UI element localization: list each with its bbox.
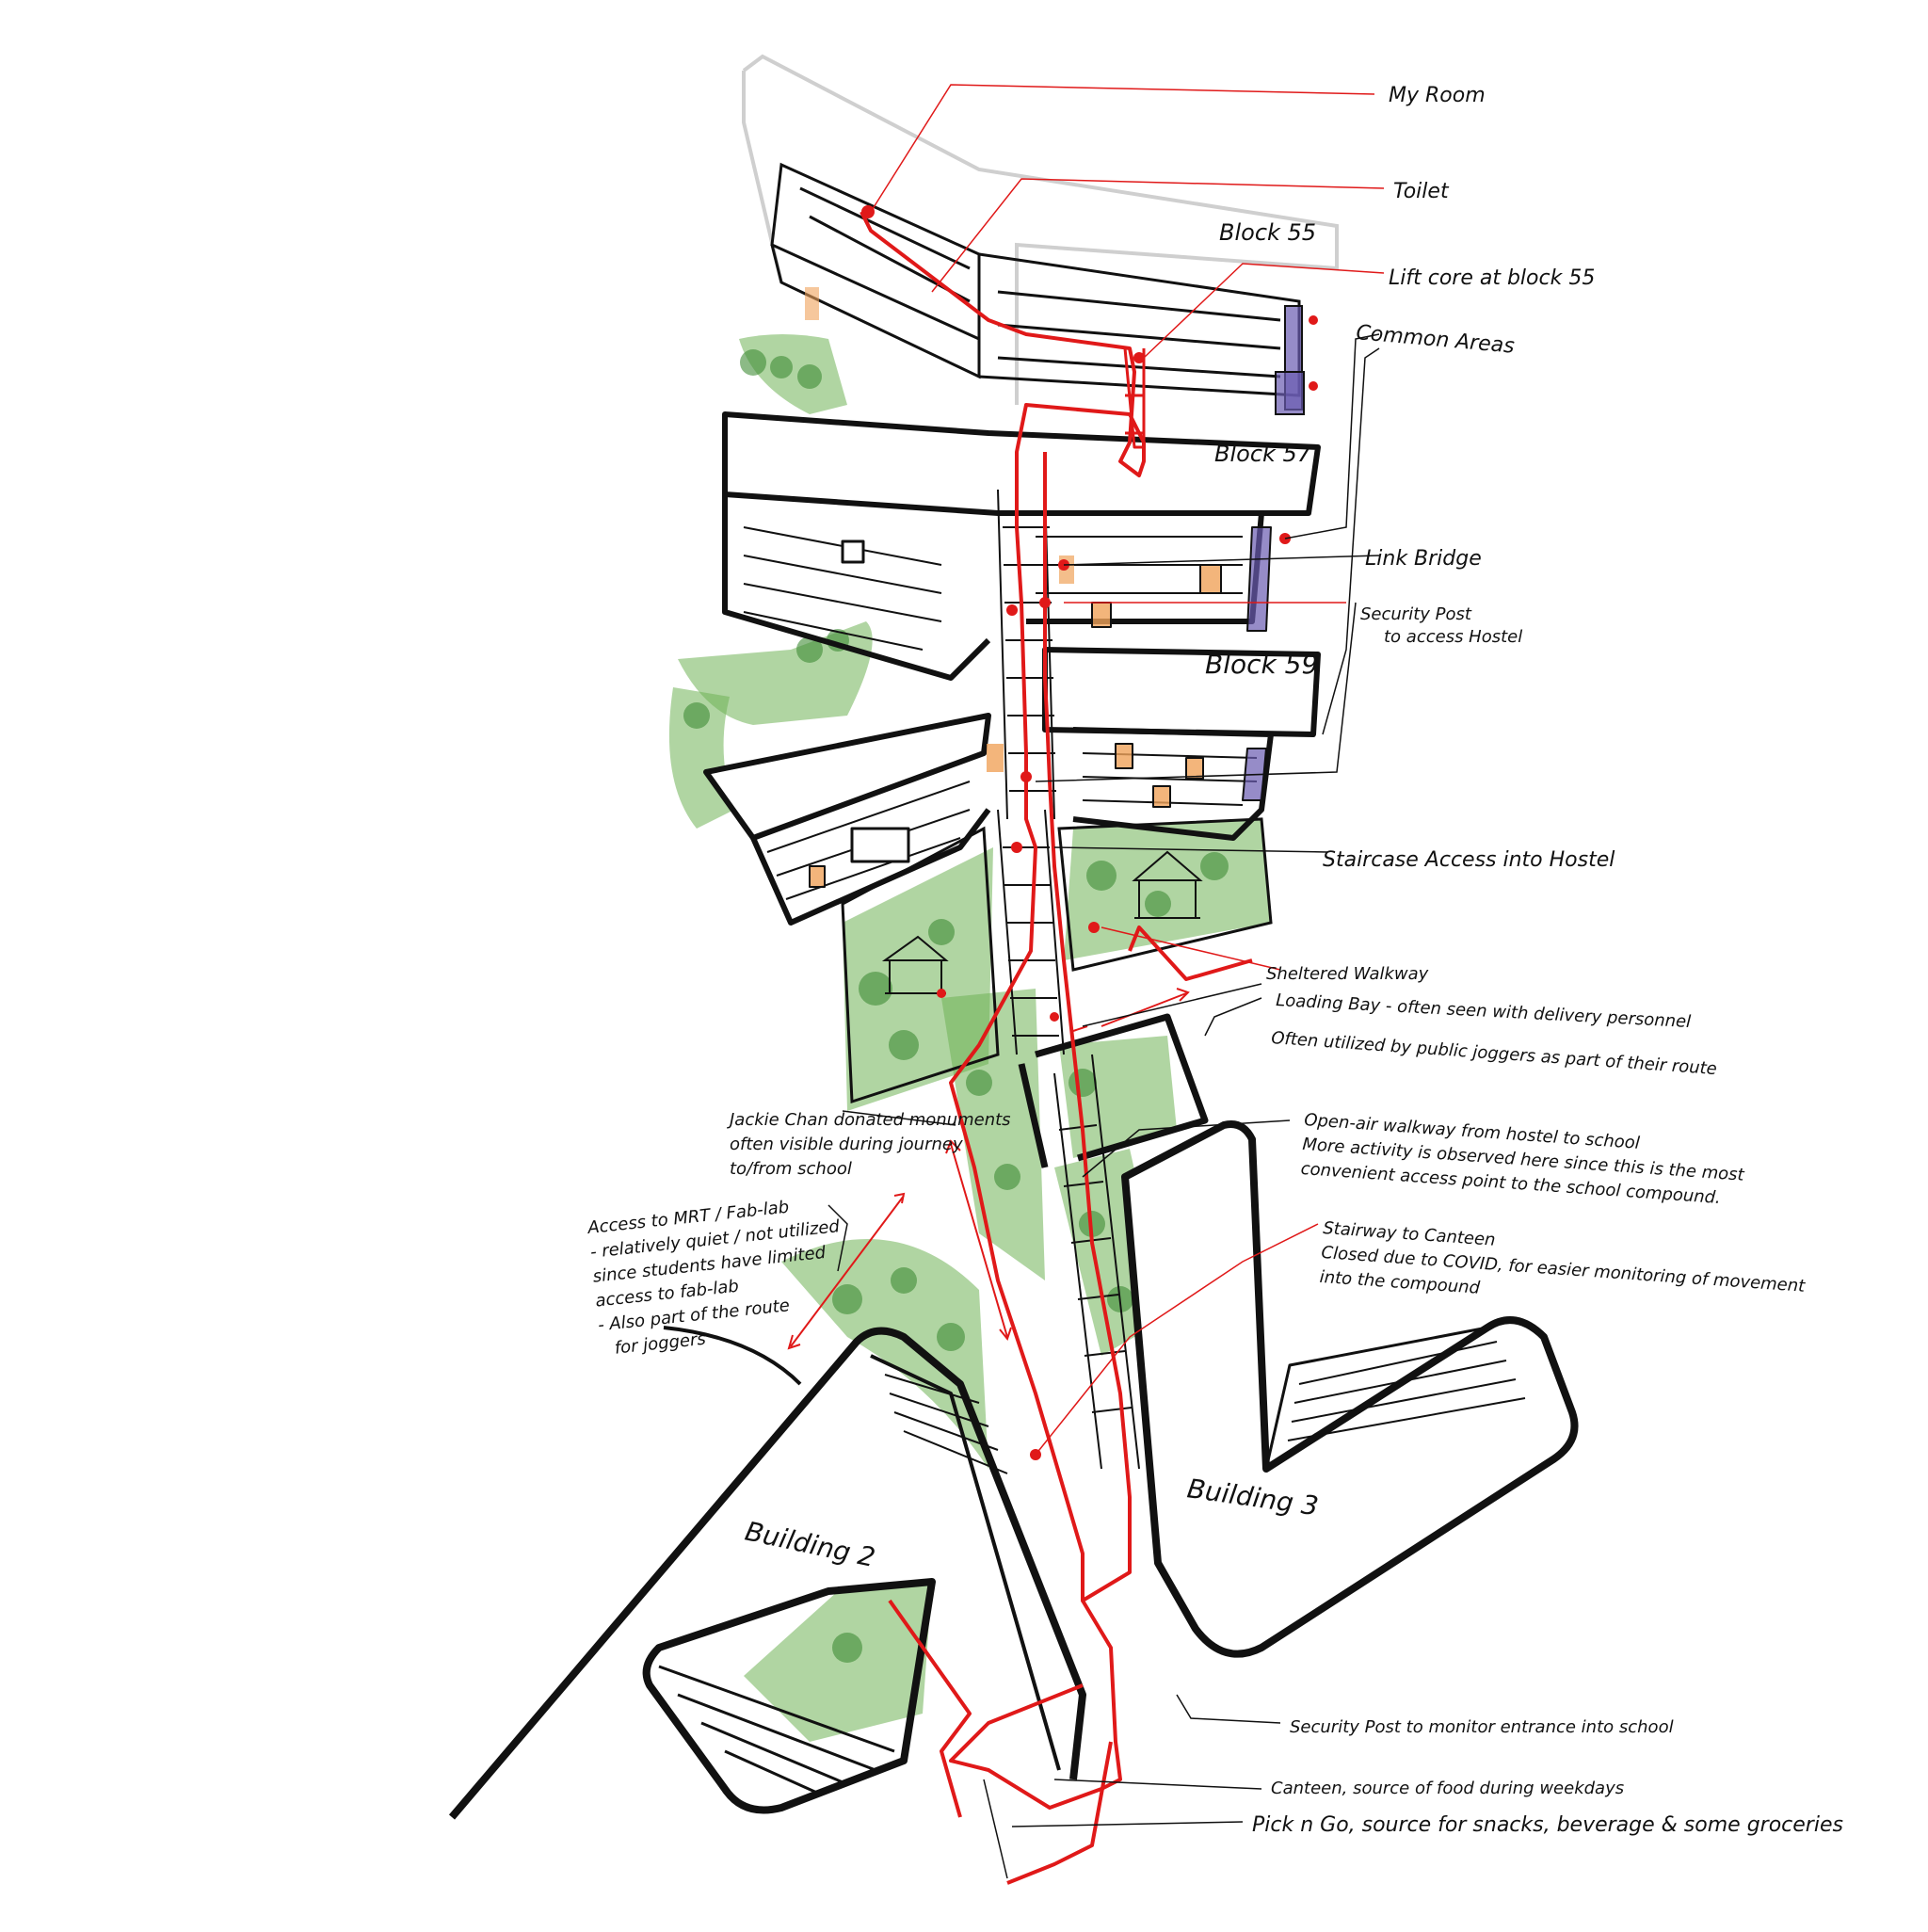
label-staircase-access: Staircase Access into Hostel xyxy=(1323,848,1615,872)
label-pick-n-go: Pick n Go, source for snacks, beverage &… xyxy=(1252,1813,1843,1837)
label-link-bridge: Link Bridge xyxy=(1365,547,1482,571)
label-sheltered-walkway: Sheltered Walkway xyxy=(1266,964,1429,984)
label-lift-core: Lift core at block 55 xyxy=(1389,266,1595,290)
label-security-post-school: Security Post to monitor entrance into s… xyxy=(1290,1717,1674,1737)
building-2-label: Building 2 xyxy=(743,1516,878,1573)
label-common-areas: Common Areas xyxy=(1355,321,1515,359)
label-my-room: My Room xyxy=(1389,84,1486,107)
label-stairway-canteen: Stairway to Canteen Closed due to COVID,… xyxy=(1319,1218,1812,1321)
label-security-post-hostel-line-1: Security Post xyxy=(1360,604,1472,624)
label-open-air-walkway: Open-air walkway from hostel to school M… xyxy=(1300,1110,1752,1210)
greenery-courtyard-bottom xyxy=(1059,1036,1177,1158)
route-lower xyxy=(951,1601,1120,1808)
label-jackie-chan-line-1: Jackie Chan donated monuments xyxy=(727,1110,1011,1130)
label-joggers: Often utilized by public joggers as part… xyxy=(1271,1028,1718,1079)
label-toilet: Toilet xyxy=(1393,180,1450,203)
building-3 xyxy=(1125,1124,1575,1654)
route-bottom xyxy=(1007,1742,1111,1883)
block-57-label: Block 57 xyxy=(1214,441,1312,467)
block-55 xyxy=(772,165,1304,414)
greenery-lower-left-roof xyxy=(744,1582,932,1742)
greenery-courtyard-right xyxy=(1064,819,1271,960)
block-55-label: Block 55 xyxy=(1219,219,1316,246)
block-59-label: Block 59 xyxy=(1205,649,1318,680)
label-security-post-hostel: Security Post to access Hostel xyxy=(1360,604,1522,647)
building-2 xyxy=(452,1328,1083,1817)
label-security-post-hostel-line-2: to access Hostel xyxy=(1384,627,1522,647)
label-jackie-chan-line-3: to/from school xyxy=(730,1159,852,1179)
label-jackie-chan-line-2: often visible during journey xyxy=(730,1135,963,1154)
label-mrt-access-line-6: for joggers xyxy=(614,1329,707,1359)
label-loading-bay: Loading Bay - often seen with delivery p… xyxy=(1276,990,1692,1032)
label-canteen: Canteen, source of food during weekdays xyxy=(1271,1779,1624,1798)
